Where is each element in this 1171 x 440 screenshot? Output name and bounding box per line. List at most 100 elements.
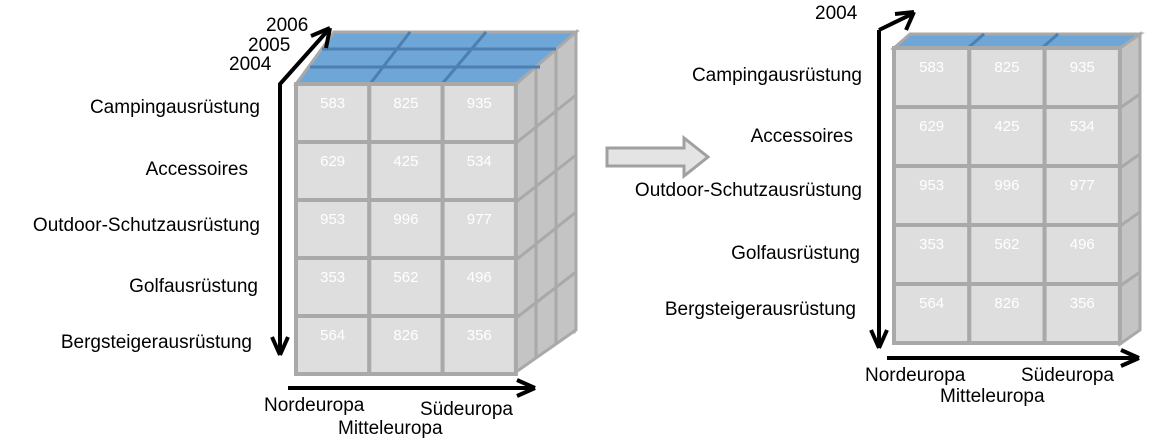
data-cell: [440, 256, 518, 318]
right-axes: [869, 10, 1140, 368]
right-horizontal-arrowhead: [1120, 348, 1140, 368]
data-cell: [440, 82, 518, 144]
left-side-gridline: [515, 210, 577, 262]
data-cell: [440, 314, 518, 376]
product-label: Accessoires: [751, 126, 853, 147]
data-cell: [967, 164, 1047, 227]
data-cell: [367, 140, 445, 202]
cell-value: 353: [320, 269, 345, 286]
data-cell: [967, 282, 1047, 345]
right-cube-top-face: [890, 32, 1145, 50]
right-cube-side-face: [1118, 31, 1142, 347]
right-side-gridline: [1119, 92, 1141, 110]
data-cell: [367, 82, 445, 144]
cell-value: 935: [467, 95, 492, 112]
data-cell: [892, 105, 972, 168]
right-depth-axis-arrow: [878, 12, 913, 32]
right-depth-arrowhead: [894, 10, 916, 31]
right-side-gridline: [1119, 152, 1141, 170]
cell-value: 583: [919, 59, 944, 76]
left-cube-side-face: [514, 28, 578, 375]
data-cell: [892, 282, 972, 345]
cell-value: 425: [994, 118, 1019, 135]
left-axes: [270, 26, 536, 398]
data-cell: [367, 256, 445, 318]
right-side-gridline: [1119, 210, 1141, 228]
data-cell: [892, 223, 972, 286]
data-cell: [892, 164, 972, 227]
cell-value: 353: [919, 236, 944, 253]
cell-value: 953: [919, 177, 944, 194]
product-label: Bergsteigerausrüstung: [61, 332, 252, 353]
cell-value: 496: [1070, 236, 1095, 253]
data-cell: [1042, 164, 1122, 227]
product-label: Outdoor-Schutzausrüstung: [33, 215, 260, 236]
cell-value: 977: [1070, 177, 1095, 194]
cell-value: 425: [393, 153, 418, 170]
data-cell: [367, 314, 445, 376]
data-cell: [367, 198, 445, 260]
region-label-mitteleuropa: Mitteleuropa: [338, 418, 443, 439]
cell-value: 562: [393, 269, 418, 286]
cell-value: 583: [320, 95, 345, 112]
cell-value: 496: [467, 269, 492, 286]
data-cell: [1042, 223, 1122, 286]
product-label: Outdoor-Schutzausrüstung: [635, 180, 862, 201]
product-label: Campingausrüstung: [692, 65, 862, 86]
left-vertical-axis-arrow: [278, 26, 332, 355]
data-cell: [892, 46, 972, 109]
data-cell: [294, 82, 372, 144]
cell-value: 629: [919, 118, 944, 135]
cell-value: 826: [393, 327, 418, 344]
product-label: Golfausrüstung: [731, 243, 860, 264]
cell-value: 534: [1070, 118, 1095, 135]
cell-value: 977: [467, 211, 492, 228]
data-cell: [440, 140, 518, 202]
data-cell: [1042, 105, 1122, 168]
left-horizontal-arrowhead: [516, 378, 536, 398]
cell-value: 629: [320, 153, 345, 170]
cell-value: 825: [393, 95, 418, 112]
region-label-nordeuropa: Nordeuropa: [865, 365, 966, 386]
year-label-2004: 2004: [229, 54, 272, 75]
cell-value: 564: [919, 295, 944, 312]
data-cell: [294, 140, 372, 202]
cell-value: 562: [994, 236, 1019, 253]
right-top-gridline: [967, 32, 985, 50]
cell-value: 996: [393, 211, 418, 228]
data-cell: [1042, 46, 1122, 109]
year-label-2005: 2005: [248, 35, 290, 56]
cell-value: 935: [1070, 59, 1095, 76]
data-cell: [440, 198, 518, 260]
left-top-gridline: [440, 31, 488, 85]
product-label: Accessoires: [146, 159, 248, 180]
cell-value: 564: [320, 327, 345, 344]
year-label-2004: 2004: [815, 3, 858, 24]
left-side-gridline: [515, 270, 577, 320]
product-label: Golfausrüstung: [129, 276, 258, 297]
left-top-gridline: [368, 31, 412, 85]
region-label-mitteleuropa: Mitteleuropa: [940, 386, 1045, 407]
product-label: Campingausrüstung: [90, 97, 260, 118]
cell-value: 356: [467, 327, 492, 344]
region-label-suedeuropa: Südeuropa: [1021, 365, 1114, 386]
region-label-nordeuropa: Nordeuropa: [264, 395, 365, 416]
region-label-suedeuropa: Südeuropa: [420, 399, 513, 420]
transform-arrow: [605, 134, 711, 180]
cell-value: 953: [320, 211, 345, 228]
data-cell: [967, 105, 1047, 168]
data-cell: [294, 256, 372, 318]
data-cell: [294, 198, 372, 260]
left-depth-arrowhead: [310, 26, 332, 49]
product-label: Bergsteigerausrüstung: [665, 299, 856, 320]
left-side-gridline: [515, 153, 577, 204]
left-side-gridline: [515, 93, 577, 145]
right-vertical-arrowhead-down: [869, 329, 889, 349]
cell-value: 825: [994, 59, 1019, 76]
right-side-gridline: [1119, 270, 1141, 288]
